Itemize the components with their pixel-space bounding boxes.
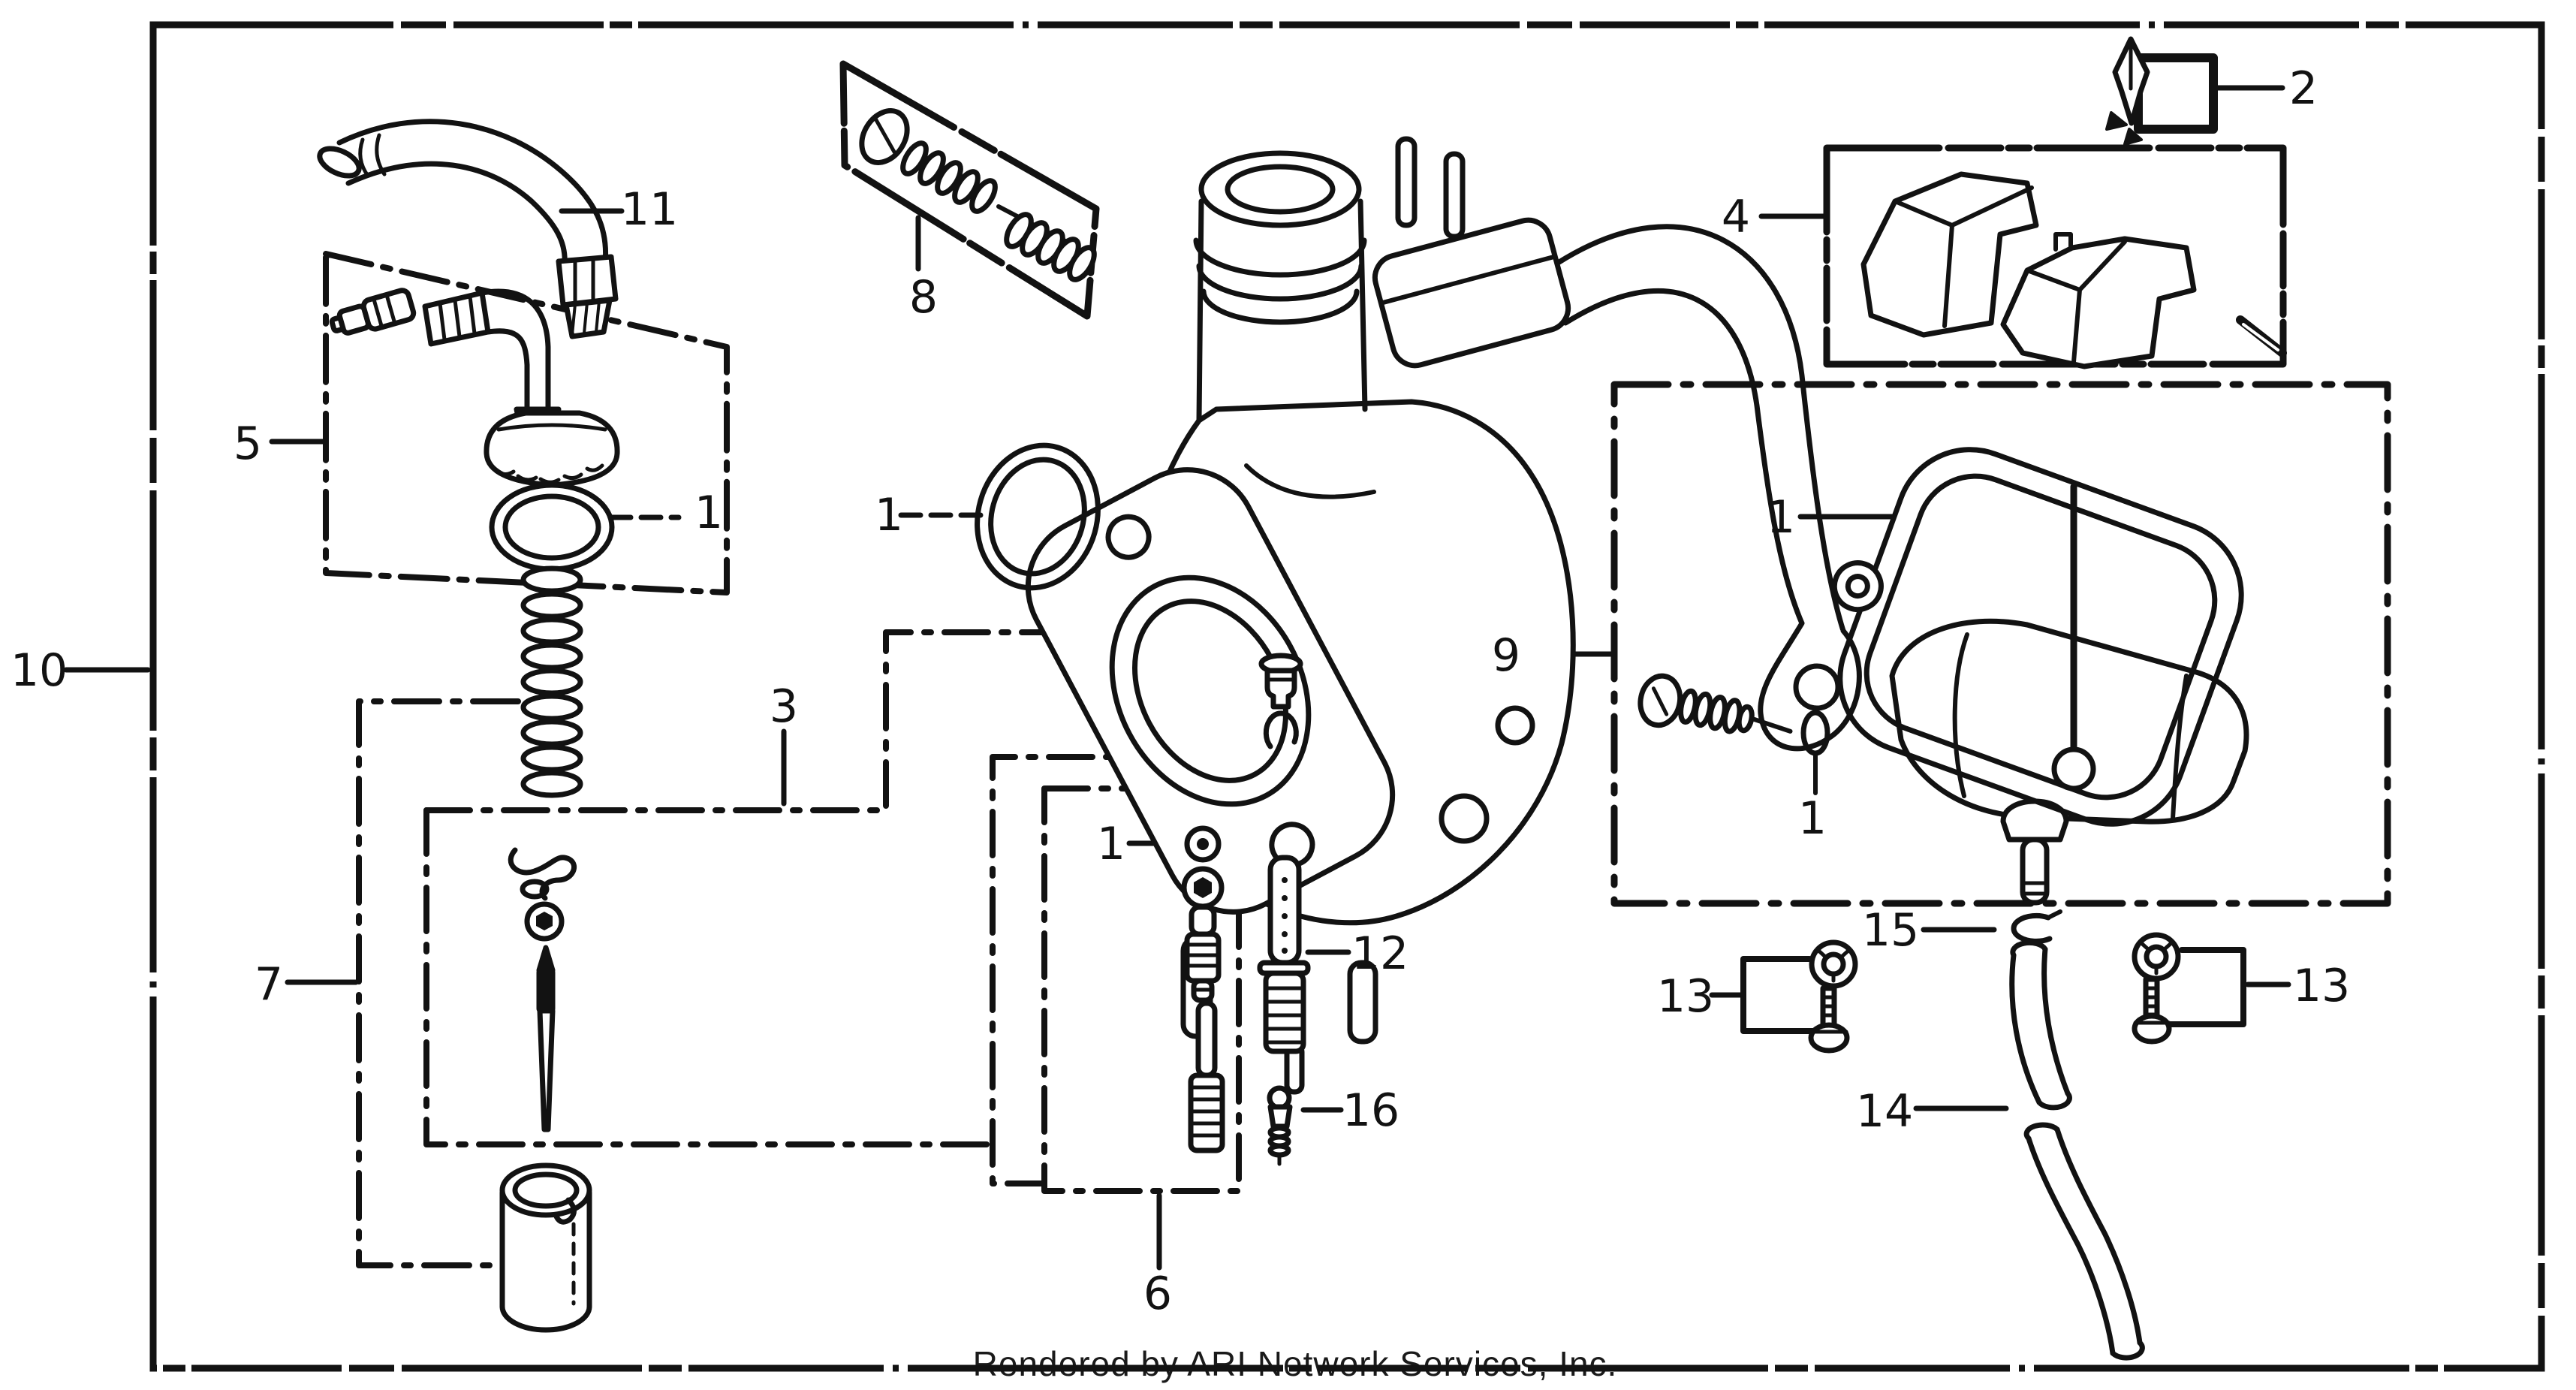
bowl-screw-set-left	[1808, 939, 1858, 1054]
callout-1-jet-washer: 1	[1097, 818, 1125, 870]
needle-set-bracket	[356, 698, 521, 1268]
callout-4: 4	[1722, 191, 1750, 243]
callout-12: 12	[1351, 927, 1409, 980]
callout-9: 9	[1492, 629, 1520, 682]
bowl-gasket	[1831, 447, 2244, 827]
callout-1-screw-oring: 1	[1798, 792, 1827, 845]
callout-16: 16	[1342, 1084, 1399, 1137]
callout-2: 2	[2289, 62, 2318, 115]
cap-nut	[484, 410, 620, 488]
throttle-valve-set	[499, 565, 592, 1333]
drain-stem	[2020, 837, 2050, 906]
callout-8: 8	[909, 271, 938, 324]
screw-set-bracket-right	[2156, 947, 2246, 1027]
air-screw-set	[859, 108, 1097, 282]
throttle-slide-box	[1823, 144, 2287, 368]
carburetor-body	[1025, 136, 1862, 1095]
callout-1-body-gasket: 1	[875, 489, 903, 541]
screw-set-bracket-left	[1740, 956, 1830, 1034]
body-gasket-ring	[975, 442, 1101, 591]
intake-tube	[1193, 150, 1368, 424]
jet-washer	[1184, 825, 1222, 863]
callout-13-right: 13	[2293, 960, 2350, 1012]
callout-15: 15	[1862, 904, 1919, 957]
float-bowl	[1889, 618, 2249, 825]
bowl-screw-set-right	[2132, 932, 2181, 1045]
throttle-valve-cylinder	[499, 1162, 592, 1333]
needle-jet-holder	[1188, 1000, 1225, 1153]
throttle-spring	[520, 565, 583, 798]
callout-1-bowl-gasket: 1	[1767, 491, 1795, 544]
inlet-valve-box	[2134, 53, 2218, 134]
main-jet	[1184, 904, 1222, 1003]
jet-set-parts	[1181, 825, 1225, 1153]
callout-1-cap-oring: 1	[694, 487, 723, 539]
region-7-outline	[423, 807, 996, 1147]
footer-credit: Rendered by ARI Network Services, Inc.	[973, 1344, 1618, 1383]
mounting-flange	[1025, 467, 1396, 915]
callout-13-left: 13	[1657, 970, 1714, 1023]
callout-7: 7	[255, 958, 283, 1011]
drain-tube	[2009, 939, 2145, 1361]
float-valve-icon	[2105, 36, 2150, 146]
needle-jet	[1257, 855, 1311, 1054]
throttle-slides	[1860, 171, 2287, 369]
callout-5: 5	[233, 418, 262, 470]
jet-needle	[536, 945, 556, 1132]
callout-6: 6	[1143, 1268, 1172, 1320]
float-pin-clip	[2011, 909, 2062, 944]
jet-valve-small	[1267, 1085, 1293, 1166]
float-chamber-box	[1610, 381, 2391, 907]
needle-clip	[508, 847, 577, 901]
breather-pipe	[317, 119, 619, 339]
float-valve-part	[1258, 653, 1303, 749]
top-set-parts	[329, 288, 620, 572]
callout-3: 3	[770, 680, 798, 733]
outer-border	[149, 21, 2545, 1372]
callout-10: 10	[11, 644, 68, 697]
pilot-screw	[1637, 673, 1793, 734]
screw-set-box	[839, 60, 1100, 320]
callout-14: 14	[1856, 1085, 1913, 1138]
callout-11: 11	[621, 183, 678, 236]
mounting-stud	[1347, 960, 1378, 1045]
float-chamber-group	[1637, 447, 2249, 906]
